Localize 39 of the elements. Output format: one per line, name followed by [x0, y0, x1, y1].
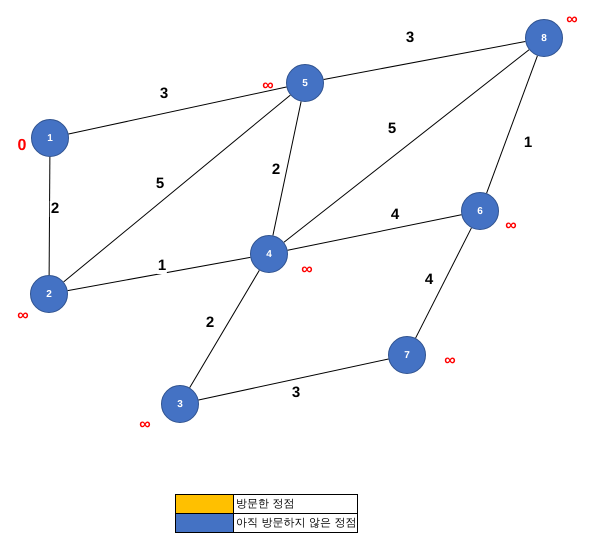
edge-line — [486, 55, 538, 194]
edge-line — [48, 156, 50, 276]
vertex-circle — [286, 64, 324, 102]
distance-label: ∞ — [444, 353, 456, 369]
vertex-number: 5 — [302, 78, 308, 88]
edge-line — [198, 358, 389, 400]
edge-line — [272, 101, 302, 236]
edge-line — [68, 86, 287, 134]
vertex-circle — [525, 19, 563, 57]
vertex-circle — [388, 336, 426, 374]
edge-line — [189, 270, 260, 388]
vertex-number: 7 — [404, 350, 410, 360]
vertex-circle — [461, 192, 499, 230]
edge-label: 1 — [156, 258, 168, 274]
vertex-circle — [31, 119, 69, 157]
distance-label: ∞ — [566, 12, 578, 28]
vertex-number: 8 — [541, 32, 547, 44]
distance-label: ∞ — [505, 218, 517, 234]
vertex-number: 3 — [177, 398, 183, 410]
edge-line — [287, 214, 462, 251]
edge-line — [283, 49, 530, 243]
distance-label: ∞ — [301, 262, 313, 278]
vertex-circle — [250, 235, 288, 273]
edge-line — [415, 227, 472, 339]
distance-label: 0 — [18, 138, 26, 154]
distance-label: ∞ — [139, 417, 151, 433]
vertex-number: 4 — [266, 248, 272, 260]
vertex-circle — [30, 275, 68, 313]
legend-label: 방문한 정점 — [235, 496, 294, 512]
edge-line — [67, 256, 251, 292]
legend-label: 아직 방문하지 않은 정점 — [235, 515, 356, 531]
distance-label: ∞ — [262, 78, 274, 94]
distance-label: ∞ — [17, 308, 29, 324]
vertex-number: 6 — [477, 206, 483, 216]
vertex-number: 2 — [46, 288, 52, 300]
edge-line — [63, 94, 291, 282]
vertex-number: 1 — [47, 132, 53, 144]
vertex-circle — [161, 385, 199, 423]
edge-line — [323, 41, 526, 80]
